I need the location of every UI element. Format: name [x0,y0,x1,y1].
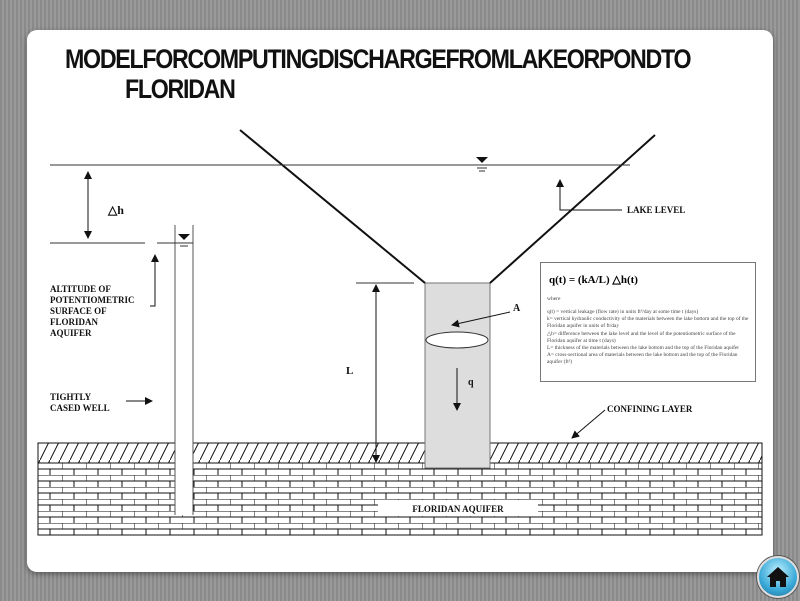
definition-q: q(t) = vertical leakage (flow rate) in u… [547,309,699,315]
definition-A: A= cross-sectional area of materials bet… [547,352,738,366]
definition-delta-h: △h= difference between the lake level an… [547,330,736,344]
lake-level-label: LAKE LEVEL [627,205,685,215]
well-label: TIGHTLY CASED WELL [50,392,110,413]
svg-text:ALTITUDE OF: ALTITUDE OF [50,284,111,294]
home-button[interactable] [757,556,799,598]
formula-where: where [547,296,561,302]
definition-L: L= thickness of the materials between th… [547,345,740,352]
svg-text:AQUIFER: AQUIFER [50,328,92,338]
cross-section-area [425,331,489,349]
slide-title-line2: FLORIDAN [125,74,236,104]
confining-layer-label: CONFINING LAYER [607,404,693,414]
floridan-aquifer-layer [37,462,763,536]
home-icon [767,567,789,587]
L-label: L [346,365,353,377]
svg-text:POTENTIOMETRIC: POTENTIOMETRIC [50,295,135,305]
well-water-level-icon [178,234,190,240]
floridan-aquifer-label: FLORIDAN AQUIFER [412,504,504,514]
definition-k: k= vertical hydraulic conductivity of th… [547,316,749,330]
confining-layer [37,442,763,464]
cased-well [175,225,193,515]
formula-equation: q(t) = (kA/L) △h(t) [549,274,638,286]
slide-title-line1: MODELFORCOMPUTINGDISCHARGEFROMLAKEORPOND… [65,44,692,74]
formula-box: q(t) = (kA/L) △h(t) where q(t) = vertica… [540,262,756,382]
svg-text:TIGHTLY: TIGHTLY [50,392,92,402]
svg-text:CASED WELL: CASED WELL [50,403,110,413]
A-label: A [513,303,521,314]
delta-h-label: △h [107,203,124,217]
formula-definitions: q(t) = vertical leakage (flow rate) in u… [547,309,749,367]
altitude-label: ALTITUDE OF POTENTIOMETRIC SURFACE OF FL… [50,284,135,338]
svg-text:FLORIDAN: FLORIDAN [50,317,99,327]
lake-water-level-icon [476,157,488,163]
q-label: q [468,377,474,388]
svg-text:SURFACE OF: SURFACE OF [50,306,107,316]
